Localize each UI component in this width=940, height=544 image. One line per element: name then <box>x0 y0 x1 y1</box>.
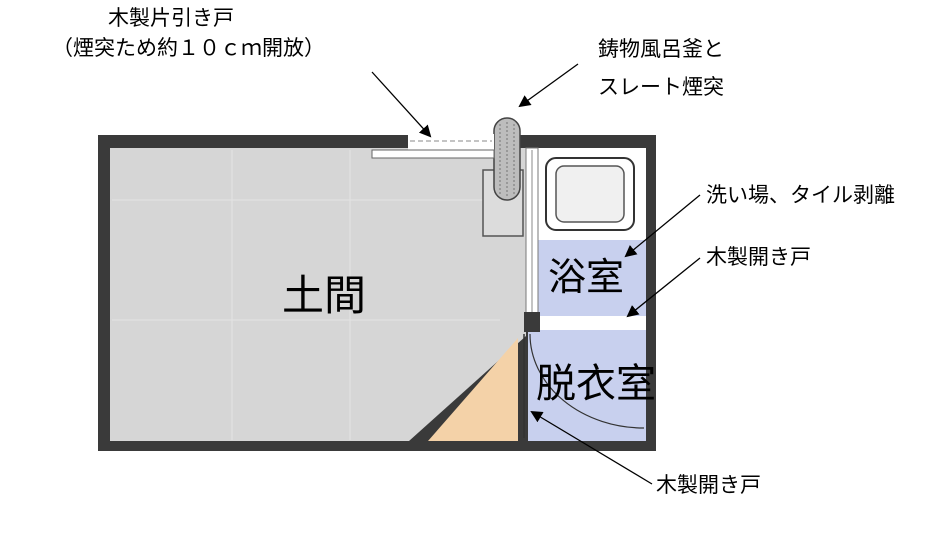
annot-door-upper: 木製開き戸 <box>706 245 811 269</box>
annot-door-lower: 木製開き戸 <box>656 473 761 497</box>
dressing-door-swing <box>529 333 645 429</box>
arrow-sliding-door <box>371 71 432 138</box>
wall-post <box>524 312 540 332</box>
annot-sliding-door-line1: 木製片引き戸 <box>108 6 234 30</box>
dressing-floor <box>528 330 646 441</box>
wood-corner <box>428 338 518 441</box>
arrow-door-lower <box>530 410 653 485</box>
room-label-bath: 浴室 <box>548 255 624 299</box>
bathtub-inner <box>555 165 625 223</box>
annot-boiler-line1: 鋳物風呂釜と <box>598 37 724 61</box>
bath-door-strip <box>538 316 646 330</box>
annot-sliding-door-line2: （煙突ため約１０ｃｍ開放） <box>52 36 325 60</box>
annot-boiler-line2: スレート煙突 <box>598 75 724 99</box>
sliding-door-panel <box>371 149 495 159</box>
arrow-door-upper <box>626 257 701 318</box>
doma-grid <box>112 150 524 440</box>
doma-floor <box>110 148 526 441</box>
room-label-dressing: 脱衣室 <box>536 361 656 407</box>
arrow-wash-area <box>624 194 701 258</box>
annot-wash-area: 洗い場、タイル剥離 <box>706 183 895 207</box>
room-label-doma: 土間 <box>282 271 366 320</box>
arrow-boiler <box>518 63 579 108</box>
sliding-door-opening <box>408 134 494 150</box>
